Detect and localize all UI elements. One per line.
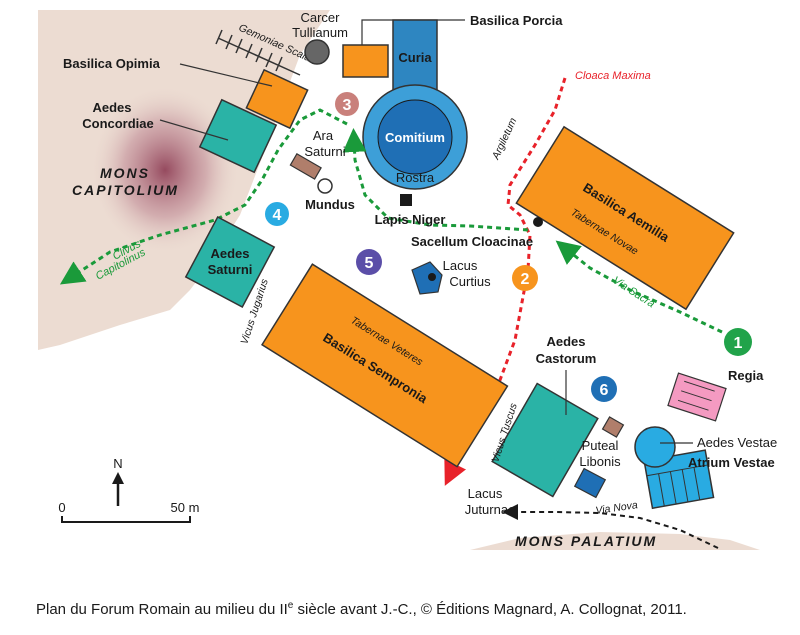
via-sacra-path-inner: [342, 128, 529, 232]
label-mundus: Mundus: [305, 197, 355, 212]
marker-4[interactable]: [265, 202, 289, 226]
marker-3-label: 3: [343, 97, 352, 114]
north-arrow: [112, 472, 124, 506]
via-sacra-path: [555, 240, 723, 334]
label-aedes-castorum-2: Castorum: [536, 351, 597, 366]
lacus-curtius-dot: [428, 273, 436, 281]
label-basilica-porcia: Basilica Porcia: [470, 13, 563, 28]
label-curia: Curia: [398, 50, 432, 65]
aedes-concordiae-building: [198, 98, 278, 174]
label-lacus-juturnae-2: Juturnae: [465, 502, 516, 517]
label-mons-capitolium-2: CAPITOLIUM: [72, 182, 179, 198]
comitium-inner: [377, 99, 453, 175]
lapis-niger-marker: [400, 194, 412, 206]
label-basilica-opimia: Basilica Opimia: [63, 56, 161, 71]
aedes-vestae-building: [634, 426, 676, 468]
label-mons-capitolium-1: MONS: [100, 165, 150, 181]
label-aedes-saturni-1: Aedes: [210, 246, 249, 261]
leader-aedes-concordiae: [159, 119, 229, 141]
label-argiletum: Argiletum: [489, 116, 519, 162]
marker-1-label: 1: [734, 335, 743, 352]
label-saturni-ara: Saturni: [304, 144, 345, 159]
label-lapis-niger: Lapis Niger: [375, 212, 446, 227]
label-puteal-2: Libonis: [579, 454, 621, 469]
lacus-curtius-shape: [411, 261, 443, 295]
label-aedes-concordiae-2: Concordiae: [82, 116, 154, 131]
gemoniae-scalae-stairs: [215, 29, 301, 76]
marker-3[interactable]: [335, 92, 359, 116]
via-nova-path: [502, 504, 719, 549]
puteal-libonis-building: [601, 416, 625, 438]
marker-4-label: 4: [273, 207, 282, 224]
label-lacus-juturnae-1: Lacus: [468, 486, 503, 501]
basilica-sempronia-building: [261, 263, 509, 468]
caption-sup: e: [287, 600, 294, 611]
basilica-porcia-building: [342, 44, 389, 78]
label-north: N: [113, 456, 122, 471]
figure-caption: Plan du Forum Romain au milieu du IIe si…: [36, 600, 687, 618]
marker-1[interactable]: [724, 328, 752, 356]
mons-palatium-area: [470, 532, 760, 550]
label-rostra: Rostra: [396, 170, 435, 185]
scale-bar: [61, 516, 191, 523]
aedes-castorum-building: [491, 382, 599, 498]
label-mons-palatium: MONS PALATIUM: [515, 533, 657, 549]
label-aedes-vestae: Aedes Vestae: [697, 435, 777, 450]
mundus-marker: [317, 178, 333, 194]
caption-before: Plan du Forum Romain au milieu du II: [36, 601, 288, 618]
label-ara: Ara: [313, 128, 334, 143]
label-carcer: Carcer: [300, 10, 340, 25]
label-via-nova: Via Nova: [595, 499, 639, 517]
cloaca-maxima-path: [444, 77, 567, 486]
label-comitium: Comitium: [385, 130, 445, 145]
marker-6[interactable]: [591, 376, 617, 402]
lacus-juturnae-shape: [573, 467, 607, 499]
caption-after: siècle avant J.-C., © Éditions Magnard, …: [293, 601, 687, 618]
label-regia: Regia: [728, 368, 764, 383]
label-lacus-curtius-1: Lacus: [443, 258, 478, 273]
basilica-opimia-building: [245, 68, 309, 130]
clivus-capitolinus-path: [59, 108, 348, 285]
scale-end: 50 m: [171, 500, 200, 515]
marker-6-label: 6: [600, 382, 609, 399]
sacellum-cloacinae-marker: [533, 217, 543, 227]
ara-saturni-building: [289, 152, 322, 180]
marker-5-label: 5: [365, 255, 374, 272]
label-puteal-1: Puteal: [582, 438, 619, 453]
label-sacellum-cloacinae: Sacellum Cloacinae: [411, 234, 533, 249]
scale-start: 0: [58, 500, 65, 515]
capitolium-shading: [90, 85, 240, 255]
aedes-saturni-building: [184, 215, 276, 309]
label-aedes-concordiae-1: Aedes: [92, 100, 131, 115]
marker-5[interactable]: [356, 249, 382, 275]
label-lacus-curtius-2: Curtius: [449, 274, 491, 289]
label-cloaca-maxima: Cloaca Maxima: [575, 70, 651, 82]
marker-2-label: 2: [521, 271, 530, 288]
regia-building: [667, 372, 727, 422]
label-atrium-vestae: Atrium Vestae: [688, 455, 775, 470]
basilica-aemilia-building: [515, 125, 735, 311]
label-tullianum: Tullianum: [292, 25, 348, 40]
marker-2[interactable]: [512, 265, 538, 291]
label-aedes-saturni-2: Saturni: [208, 262, 253, 277]
leader-basilica-opimia: [179, 63, 273, 87]
label-aedes-castorum-1: Aedes: [546, 334, 585, 349]
carcer-tullianum-building: [304, 39, 330, 65]
